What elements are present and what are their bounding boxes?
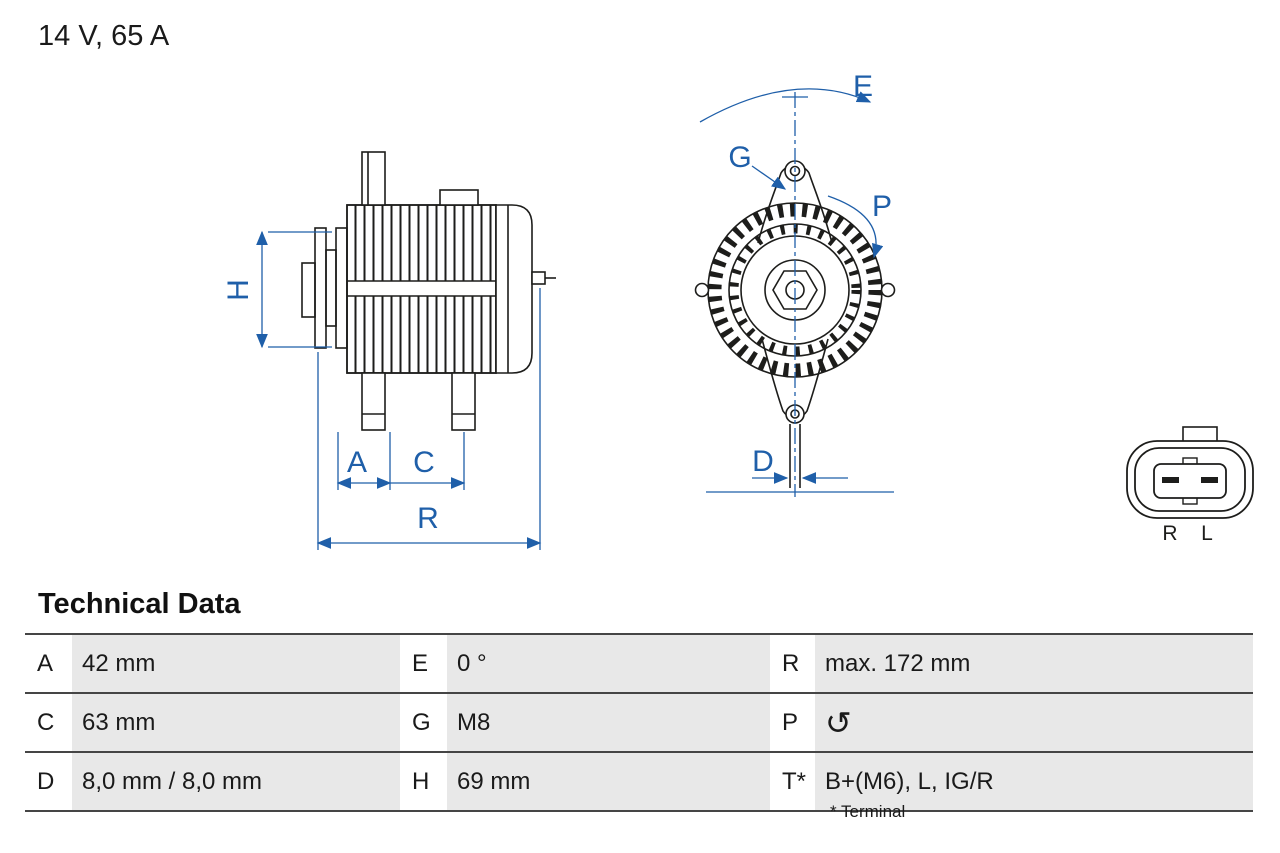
tech-key-h: H (400, 751, 447, 812)
tech-value-h: 69 mm (447, 751, 770, 812)
dimension-label-h: H (222, 279, 255, 301)
dimension-label-g: G (728, 141, 751, 174)
dimension-label-a: A (347, 446, 367, 479)
tech-value-a: 42 mm (72, 633, 400, 693)
tech-key-r: R (770, 633, 815, 693)
tech-key-a: A (25, 633, 72, 693)
dimension-label-r: R (417, 502, 439, 535)
tech-key-c: C (25, 692, 72, 752)
table-row: D 8,0 mm / 8,0 mm H 69 mm T* B+(M6), L, … (25, 751, 1253, 812)
connector-pin-label-r: R (1162, 522, 1177, 545)
alternator-technical-drawing: H A C R E G P D (222, 70, 1254, 550)
tech-value-r: max. 172 mm (815, 633, 1253, 693)
rotation-direction-icon: ↺ (815, 692, 1253, 752)
tech-key-e: E (400, 633, 447, 693)
technical-data-table: A 42 mm E 0 ° R max. 172 mm C 63 mm G M8… (25, 633, 1253, 812)
technical-data-title: Technical Data (38, 588, 241, 620)
alternator-side-view (301, 151, 556, 431)
dimension-label-c: C (413, 446, 435, 479)
connector-plug-icon (1126, 426, 1254, 519)
tech-value-t: B+(M6), L, IG/R (815, 751, 1253, 812)
tech-value-c: 63 mm (72, 692, 400, 752)
tech-value-g: M8 (447, 692, 770, 752)
table-row: A 42 mm E 0 ° R max. 172 mm (25, 633, 1253, 693)
voltage-amperage-rating: 14 V, 65 A (38, 20, 170, 52)
tech-value-d: 8,0 mm / 8,0 mm (72, 751, 400, 812)
tech-key-p: P (770, 692, 815, 752)
dimension-lines-side-view (256, 230, 542, 550)
tech-key-t: T* (770, 751, 815, 812)
terminal-footnote: * Terminal (830, 802, 906, 821)
dimension-lines-front-view (699, 88, 894, 497)
tech-value-e: 0 ° (447, 633, 770, 693)
dimension-label-d: D (752, 445, 774, 478)
tech-key-g: G (400, 692, 447, 752)
dimension-label-e: E (853, 70, 873, 103)
connector-pin-label-l: L (1201, 522, 1213, 545)
dimension-label-p: P (872, 190, 892, 223)
tech-key-d: D (25, 751, 72, 812)
table-row: C 63 mm G M8 P ↺ (25, 692, 1253, 752)
